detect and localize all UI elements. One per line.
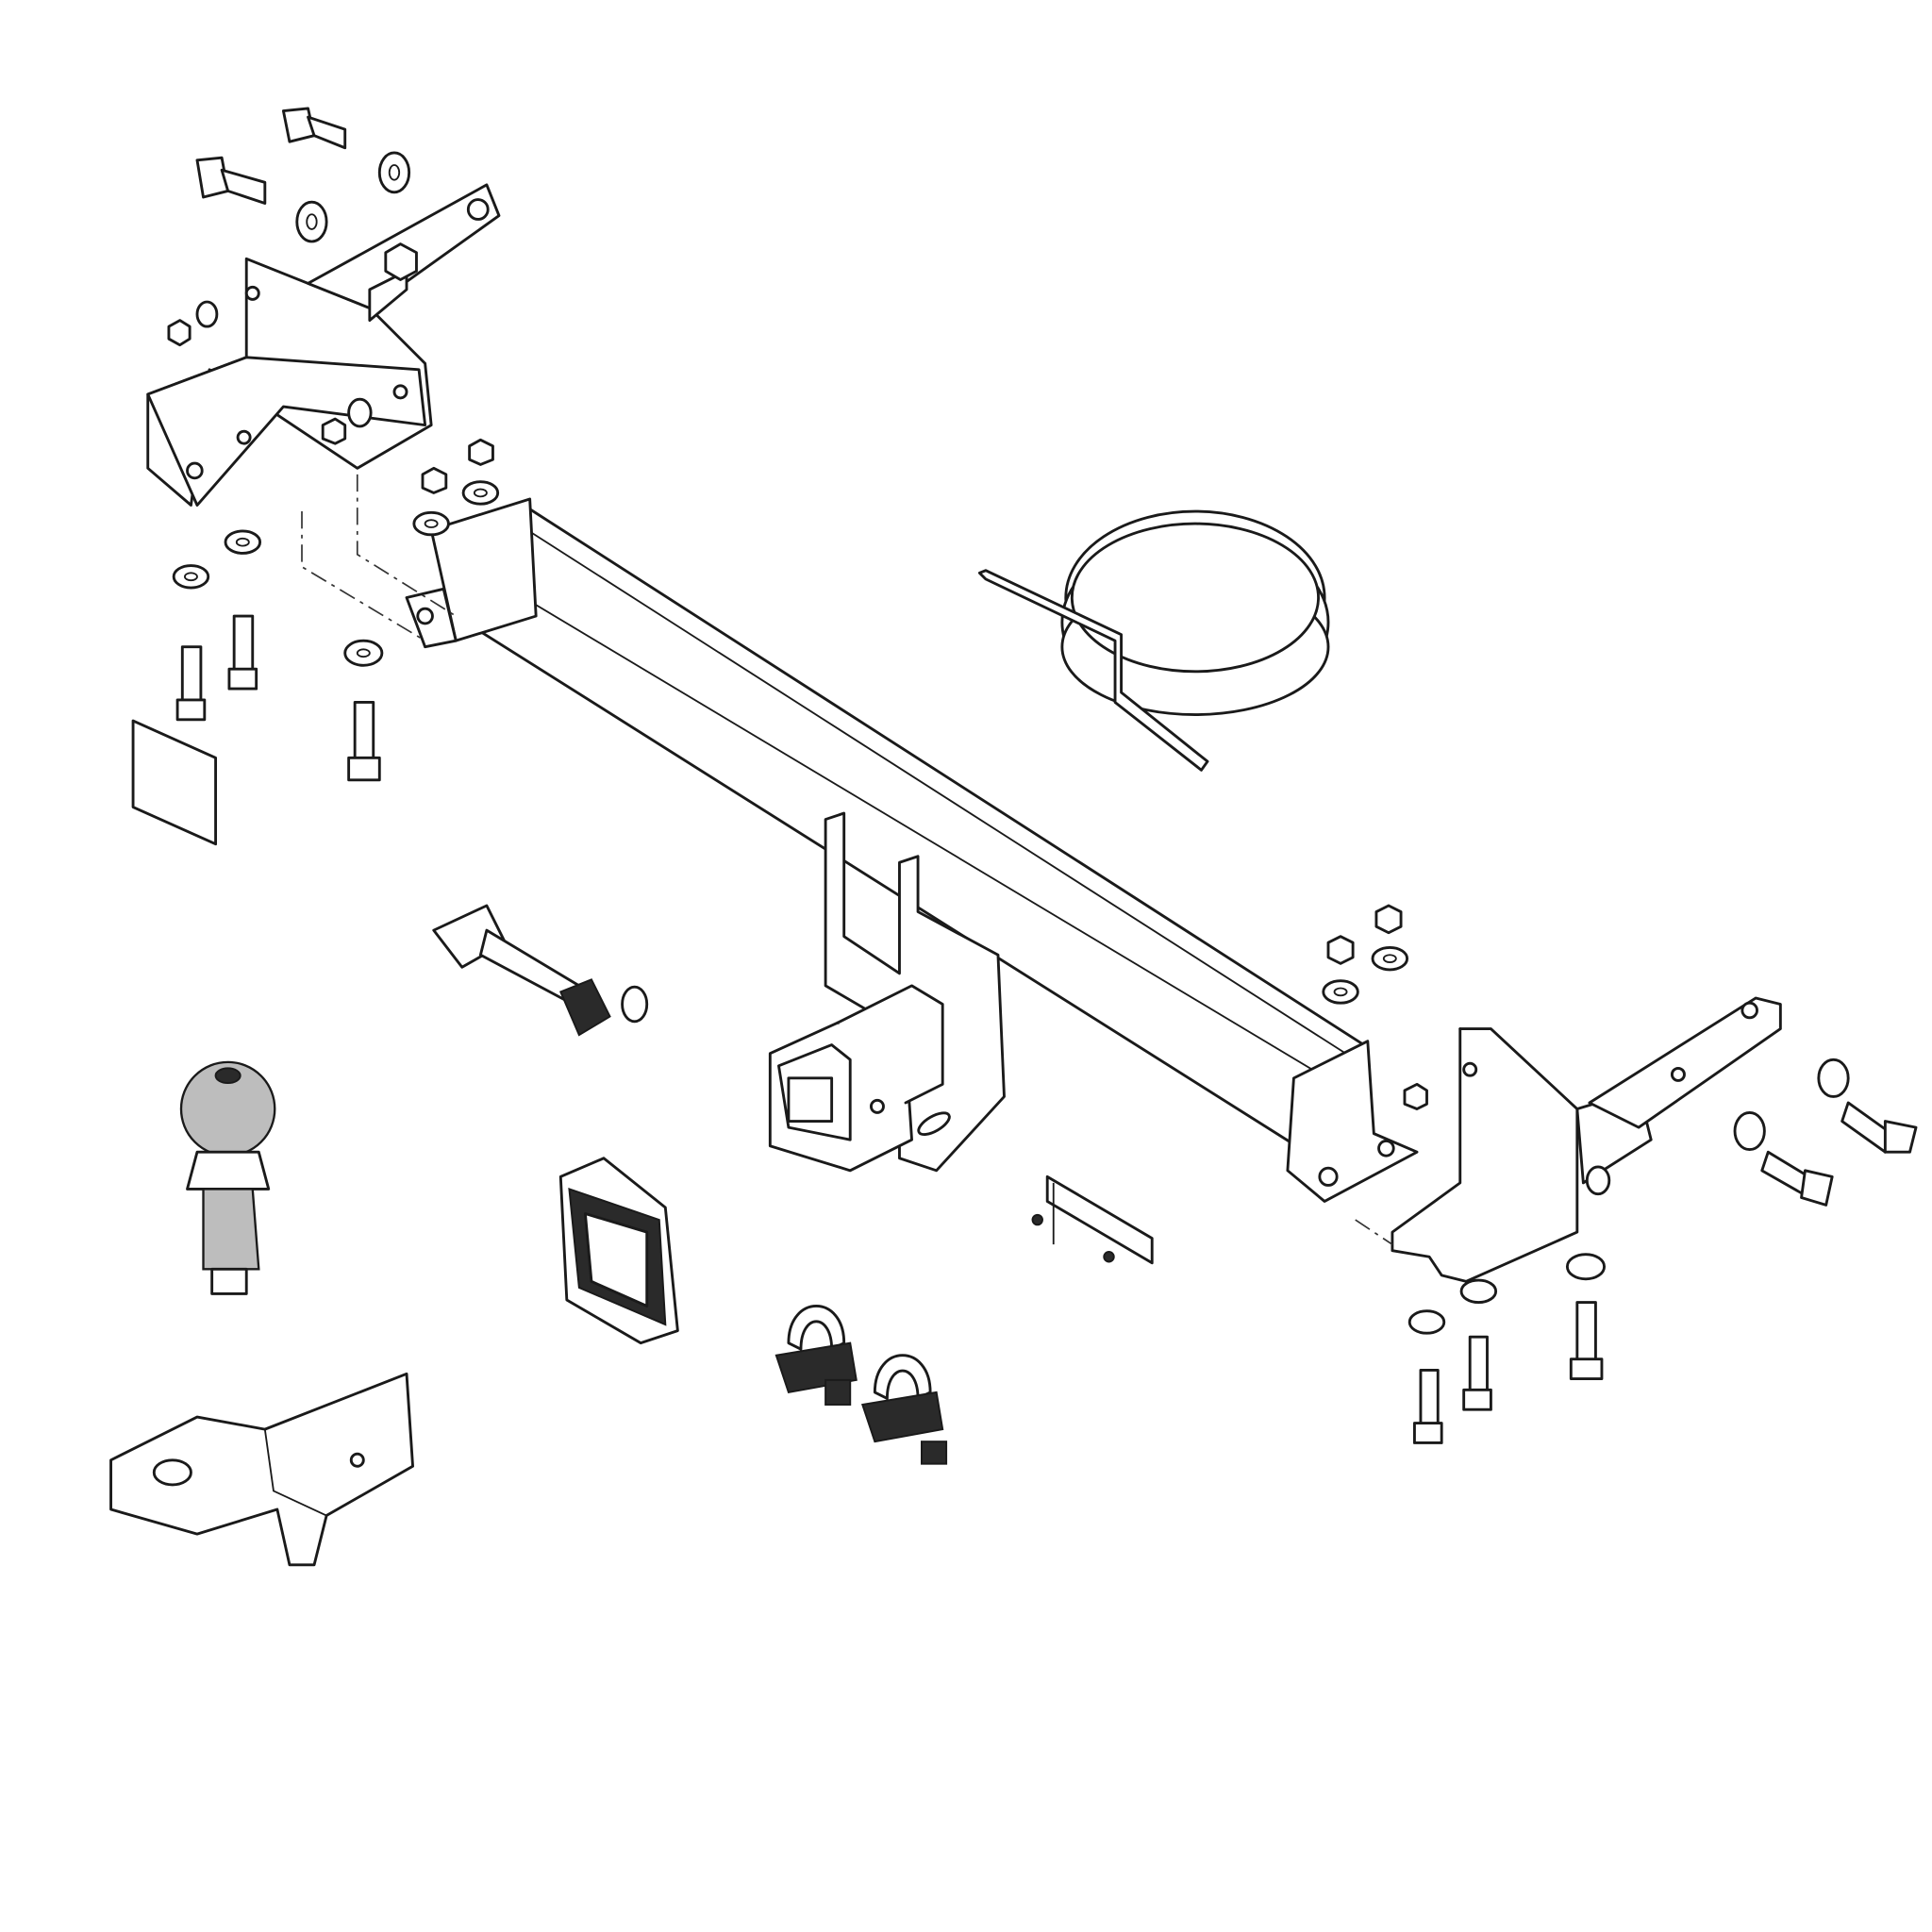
wiring-coil xyxy=(977,509,1330,772)
bolt-icon xyxy=(347,701,381,782)
receiver-bracket xyxy=(768,811,1006,1173)
washer-icon xyxy=(461,480,500,506)
nut-icon xyxy=(167,319,192,347)
washer-icon xyxy=(412,510,450,537)
bolt-icon xyxy=(1412,1368,1443,1444)
washer-icon xyxy=(1407,1309,1446,1335)
washer-icon xyxy=(1733,1110,1766,1152)
tow-ball xyxy=(179,1060,276,1295)
bolt-icon xyxy=(1462,1335,1492,1411)
washer-icon xyxy=(195,300,219,328)
washers-and-nuts xyxy=(167,151,1850,1335)
bolt-icon xyxy=(1760,1150,1834,1207)
left-bolts xyxy=(175,107,381,782)
washer-icon xyxy=(347,397,373,428)
main-crossbar xyxy=(405,497,1419,1203)
safety-shackles xyxy=(774,1305,948,1465)
washer-icon xyxy=(295,200,328,243)
bolt-icon xyxy=(1840,1101,1918,1154)
washer-icon xyxy=(1565,1253,1607,1281)
nut-icon xyxy=(1374,904,1403,935)
washer-icon xyxy=(1459,1278,1498,1305)
nut-icon xyxy=(384,242,418,281)
bolt-icon xyxy=(195,156,267,205)
shackle-icon xyxy=(860,1354,948,1465)
sticker-label xyxy=(131,719,218,846)
ball-mount xyxy=(109,1372,414,1567)
washer-icon xyxy=(1322,979,1359,1005)
right-bolts xyxy=(1412,1101,1918,1444)
washer-icon xyxy=(172,564,210,590)
nut-icon xyxy=(1403,1082,1428,1110)
nut-icon xyxy=(1326,935,1355,965)
bolt-icon xyxy=(1569,1301,1604,1380)
bolt-icon xyxy=(227,614,258,691)
receiver-cover xyxy=(558,1157,679,1345)
washer-icon xyxy=(1585,1165,1611,1196)
shackle-icon xyxy=(774,1305,858,1406)
washer-icon xyxy=(343,639,384,667)
nut-icon xyxy=(468,438,494,466)
washer-icon xyxy=(377,151,411,194)
washer-icon xyxy=(1817,1058,1850,1098)
hitch-pin xyxy=(432,904,649,1037)
socket-plate xyxy=(1031,1174,1154,1265)
right-mounting-bracket xyxy=(1355,996,1782,1283)
washer-icon xyxy=(224,529,262,555)
nut-icon xyxy=(421,466,448,494)
bolt-icon xyxy=(175,645,207,722)
nut-icon xyxy=(321,417,347,445)
washer-icon xyxy=(1371,945,1409,972)
bolt-icon xyxy=(281,107,347,150)
